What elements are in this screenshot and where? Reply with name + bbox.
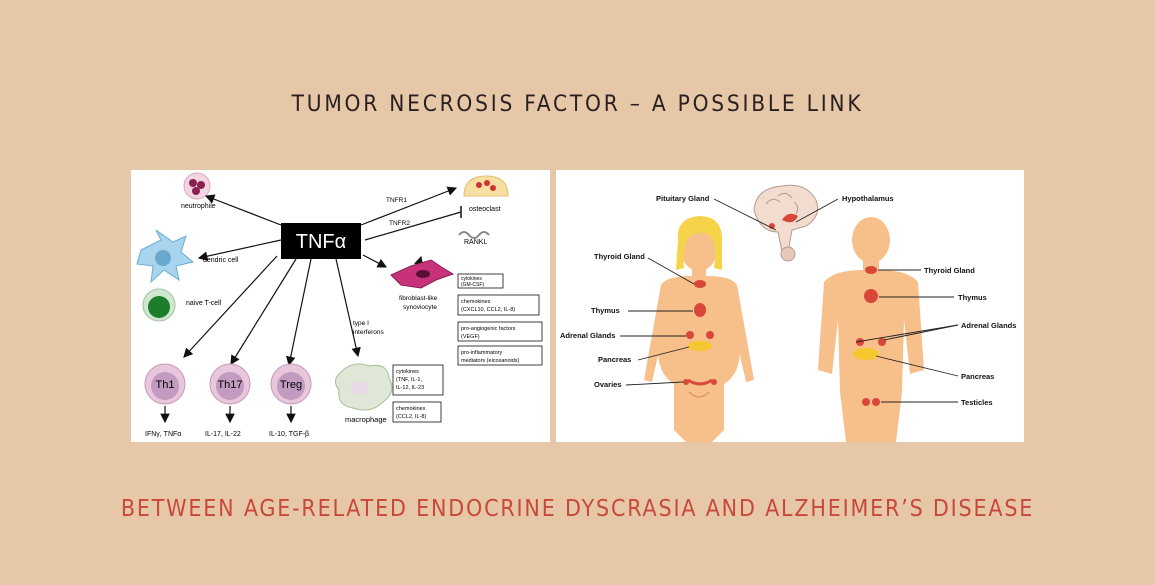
treg-cell: Treg	[270, 363, 312, 405]
naive-tcell	[142, 288, 176, 322]
box-text: pro-inflammatory	[461, 350, 503, 356]
osteoclast-cell	[463, 175, 509, 197]
th17-label: Th17	[217, 379, 242, 391]
box-text: (TNF, IL-1,	[396, 377, 422, 383]
thyroid-female-label: Thyroid Gland	[594, 252, 645, 261]
dendric-cell-label: dendric cell	[203, 257, 239, 264]
interferons-label: interferons	[353, 329, 384, 336]
macrophage-chemokines-box: chemokines (CCL2, IL-8)	[392, 401, 442, 423]
pituitary-label: Pituitary Gland	[656, 194, 710, 203]
box-text: (CCL2, IL-8)	[396, 414, 426, 420]
thyroid-male-label: Thyroid Gland	[924, 266, 975, 275]
tnf-alpha-box	[281, 223, 361, 259]
endocrine-diagram-panel: Pituitary Gland Hypothalamus Thyroid Gla…	[556, 170, 1024, 442]
rankl-label: RANKL	[464, 239, 487, 246]
box-text: (GM-CSF)	[461, 282, 484, 288]
adrenal-female-label: Adrenal Glands	[560, 331, 615, 340]
tnfr2-label: TNFR2	[389, 220, 410, 227]
box-text: cytokines	[461, 276, 482, 282]
synoviocyte-cytokines-box: cytokines (GM-CSF)	[457, 273, 504, 289]
macrophage-label: macrophage	[345, 415, 387, 424]
male-body	[818, 217, 924, 442]
neutrophile-cell	[183, 172, 211, 200]
neutrophile-label: neutrophile	[181, 203, 216, 210]
tnfr1-label: TNFR1	[386, 197, 407, 204]
type-i-label: type I	[353, 320, 369, 327]
tnf-diagram: neutrophile TNFα dendric cell naive T-ce…	[136, 172, 543, 438]
box-text: IL-12, IL-23	[396, 385, 424, 391]
box-text: chemokines	[396, 406, 426, 412]
ovaries-label: Ovaries	[594, 380, 622, 389]
endocrine-diagram: Pituitary Gland Hypothalamus Thyroid Gla…	[560, 184, 1016, 442]
adrenal-male-label: Adrenal Glands	[961, 321, 1016, 330]
female-body	[644, 216, 754, 442]
th17-output: IL-17, IL-22	[205, 431, 241, 438]
pancreas-male-label: Pancreas	[961, 372, 994, 381]
box-text: cytokines	[396, 369, 419, 375]
thymus-female-label: Thymus	[591, 306, 620, 315]
page-title: TUMOR NECROSIS FACTOR – A POSSIBLE LINK	[291, 92, 864, 117]
macrophage-cell	[335, 363, 393, 411]
leader-lines	[620, 198, 959, 403]
macrophage-cytokines-box: cytokines (TNF, IL-1, IL-12, IL-23	[392, 364, 444, 396]
female-glands	[683, 280, 717, 386]
osteoclast-label: osteoclast	[469, 206, 501, 213]
th1-output: IFNγ, TNFα	[145, 431, 181, 438]
synoviocyte-label-2: synoviocyte	[403, 304, 437, 311]
tnf-alpha-label: TNFα	[296, 231, 346, 253]
box-text: chemokines	[461, 299, 491, 305]
male-glands	[853, 266, 886, 406]
th1-cell: Th1	[144, 363, 186, 405]
pancreas-female-label: Pancreas	[598, 355, 631, 364]
brain-illustration	[753, 184, 819, 262]
synoviocyte-proangiogenic-box: pro-angiogenic factors (VEGF)	[457, 321, 543, 342]
th1-label: Th1	[156, 379, 175, 391]
testicles-label: Testicles	[961, 398, 993, 407]
rankl-shape	[458, 231, 490, 239]
synoviocyte-label-1: fibroblast-like	[399, 295, 438, 302]
box-text: (CXCL10, CCL2, IL-8)	[461, 307, 515, 313]
treg-label: Treg	[280, 379, 302, 391]
th17-cell: Th17	[209, 363, 251, 405]
synoviocyte-proinflammatory-box: pro-inflammatory mediators (eicosanoids)	[457, 345, 543, 366]
synoviocyte-cell	[390, 259, 455, 289]
synoviocyte-chemokines-box: chemokines (CXCL10, CCL2, IL-8)	[457, 294, 540, 316]
treg-output: IL-10, TGF-β	[269, 431, 309, 438]
naive-tcell-label: naive T-cell	[186, 300, 222, 307]
box-text: (VEGF)	[461, 334, 480, 340]
dendric-cell	[136, 229, 195, 284]
tnf-diagram-panel: neutrophile TNFα dendric cell naive T-ce…	[131, 170, 550, 442]
page-subtitle: BETWEEN AGE-RELATED ENDOCRINE DYSCRASIA …	[120, 496, 1035, 522]
thymus-male-label: Thymus	[958, 293, 987, 302]
box-text: mediators (eicosanoids)	[461, 358, 520, 364]
hypothalamus-label: Hypothalamus	[842, 194, 894, 203]
box-text: pro-angiogenic factors	[461, 326, 516, 332]
